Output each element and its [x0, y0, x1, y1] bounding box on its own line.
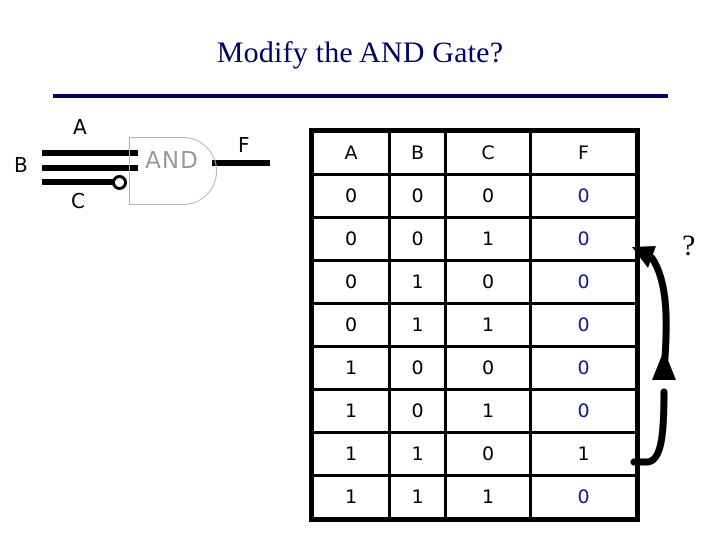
question-mark-annotation: ?: [682, 229, 696, 262]
cell-f: 0: [529, 388, 639, 434]
table-row: 0 0 0 0: [310, 173, 639, 219]
input-label-b: B: [14, 153, 28, 177]
output-label-f: F: [238, 133, 250, 157]
cell-b: 1: [388, 431, 447, 477]
and-gate-body-shape: [129, 137, 217, 205]
truth-table: A B C F 0 0 0 0 0 0 1 0 0 1 0: [309, 128, 640, 522]
cell-f: 0: [529, 259, 639, 305]
gate-label: AND: [145, 148, 199, 174]
cell-c: 1: [444, 216, 532, 262]
cell-b: 1: [388, 302, 447, 348]
cell-c: 1: [444, 388, 532, 434]
cell-c: 0: [444, 345, 532, 391]
cell-c: 0: [444, 431, 532, 477]
cell-b: 0: [388, 388, 447, 434]
cell-f: 0: [529, 216, 639, 262]
table-row: 1 1 0 1: [310, 431, 639, 477]
cell-a: 1: [310, 345, 391, 391]
cell-f: 1: [529, 431, 639, 477]
cell-a: 0: [310, 216, 391, 262]
input-label-c: C: [71, 189, 85, 213]
cell-c: 1: [444, 474, 532, 521]
cell-a: 1: [310, 474, 391, 521]
output-wire-f: [212, 160, 270, 166]
logic-gate-diagram: AND A B C F: [0, 105, 300, 225]
cell-c: 0: [444, 259, 532, 305]
cell-b: 1: [388, 474, 447, 521]
cell-f: 0: [529, 345, 639, 391]
input-wire-a: [42, 150, 138, 156]
input-label-a: A: [73, 115, 87, 139]
cell-b: 1: [388, 259, 447, 305]
cell-f: 0: [529, 474, 639, 521]
table-row: 1 0 1 0: [310, 388, 639, 434]
column-header-c: C: [444, 129, 532, 176]
cell-a: 0: [310, 173, 391, 219]
column-header-a: A: [310, 129, 391, 176]
cell-a: 0: [310, 259, 391, 305]
table-row: 1 0 0 0: [310, 345, 639, 391]
page-title: Modify the AND Gate?: [216, 36, 504, 69]
cell-f: 0: [529, 173, 639, 219]
cell-b: 0: [388, 345, 447, 391]
cell-a: 1: [310, 431, 391, 477]
cell-a: 0: [310, 302, 391, 348]
table-row: 0 0 1 0: [310, 216, 639, 262]
cell-a: 1: [310, 388, 391, 434]
column-header-b: B: [388, 129, 447, 176]
cell-b: 0: [388, 173, 447, 219]
table-header-row: A B C F: [310, 129, 639, 176]
cell-b: 0: [388, 216, 447, 262]
cell-c: 0: [444, 173, 532, 219]
table-row: 0 1 1 0: [310, 302, 639, 348]
table-row: 1 1 1 0: [310, 474, 639, 521]
input-wire-c: [42, 179, 114, 185]
cell-c: 1: [444, 302, 532, 348]
inversion-bubble-icon: [112, 175, 127, 190]
cell-f: 0: [529, 302, 639, 348]
input-wire-b: [42, 165, 138, 171]
column-header-f: F: [529, 129, 639, 176]
table-row: 0 1 0 0: [310, 259, 639, 305]
double-headed-curved-arrow-icon: [630, 246, 676, 466]
title-underline-rule: [53, 94, 668, 98]
